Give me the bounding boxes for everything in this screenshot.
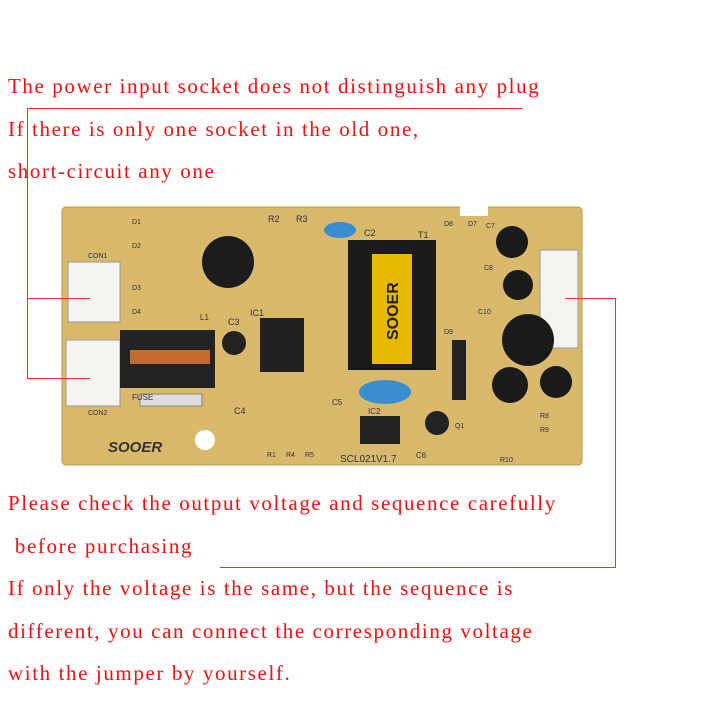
note-top-1: The power input socket does not distingu… — [8, 74, 541, 98]
label-q1: Q1 — [455, 423, 464, 430]
note-bottom-4: different, you can connect the correspon… — [8, 619, 534, 643]
note-top-3: short-circuit any one — [8, 159, 216, 183]
coil — [130, 350, 210, 364]
label-fuse: FUSE — [132, 393, 153, 402]
label-c10: C10 — [478, 309, 491, 316]
label-l1: L1 — [200, 313, 209, 322]
transistor-q1 — [425, 411, 449, 435]
label-r10: R10 — [500, 457, 513, 464]
board-brand-logo: SOOER — [108, 439, 162, 456]
label-c5: C5 — [332, 398, 343, 407]
capacitor-c2 — [324, 222, 356, 238]
capacitor-main — [202, 236, 254, 288]
label-d4: D4 — [132, 309, 141, 316]
label-con2: CON2 — [88, 410, 108, 417]
label-c7: C7 — [486, 223, 495, 230]
callout-line — [27, 108, 523, 109]
callout-line — [27, 108, 28, 379]
label-r1: R1 — [267, 452, 276, 459]
transformer-brand: SOOER — [385, 282, 402, 340]
label-r9: R9 — [540, 427, 549, 434]
con2-socket — [65, 339, 121, 407]
label-c3: C3 — [228, 317, 240, 327]
label-d7: D7 — [468, 221, 477, 228]
label-r5: R5 — [305, 452, 314, 459]
transformer-core — [372, 254, 412, 364]
label-r8: R8 — [540, 413, 549, 420]
callout-line — [615, 298, 616, 568]
note-top-2: If there is only one socket in the old o… — [8, 117, 420, 141]
label-r2: R2 — [268, 214, 280, 224]
label-t1: T1 — [418, 230, 429, 240]
note-bottom-5: with the jumper by yourself. — [8, 661, 292, 685]
label-con1: CON1 — [88, 253, 108, 260]
note-bottom-3: If only the voltage is the same, but the… — [8, 576, 514, 600]
label-d3: D3 — [132, 285, 141, 292]
capacitor-cy1 — [359, 380, 411, 404]
board-version: V1.7 — [376, 454, 397, 465]
label-r4: R4 — [286, 452, 295, 459]
label-ic1: IC1 — [250, 308, 264, 318]
fuse — [139, 393, 203, 407]
callout-line — [220, 567, 616, 568]
callout-line — [27, 298, 90, 299]
callout-line — [565, 298, 615, 299]
label-d2: D2 — [132, 243, 141, 250]
note-bottom-1: Please check the output voltage and sequ… — [8, 491, 557, 515]
label-ic2: IC2 — [368, 407, 381, 416]
label-r3: R3 — [296, 214, 308, 224]
board-model: SCL021 — [340, 454, 377, 465]
callout-line — [27, 378, 90, 379]
label-c2: C2 — [364, 228, 376, 238]
label-c4: C4 — [234, 406, 246, 416]
ic2-chip — [360, 416, 400, 444]
label-d9: D9 — [444, 329, 453, 336]
label-d8: D8 — [444, 221, 453, 228]
label-c8: C8 — [484, 265, 493, 272]
label-c6: C6 — [416, 451, 427, 460]
ic1-chip — [260, 318, 304, 372]
note-bottom-2: before purchasing — [8, 534, 194, 558]
diode-d9 — [452, 340, 466, 400]
con1-socket — [67, 261, 121, 323]
label-d1: D1 — [132, 219, 141, 226]
